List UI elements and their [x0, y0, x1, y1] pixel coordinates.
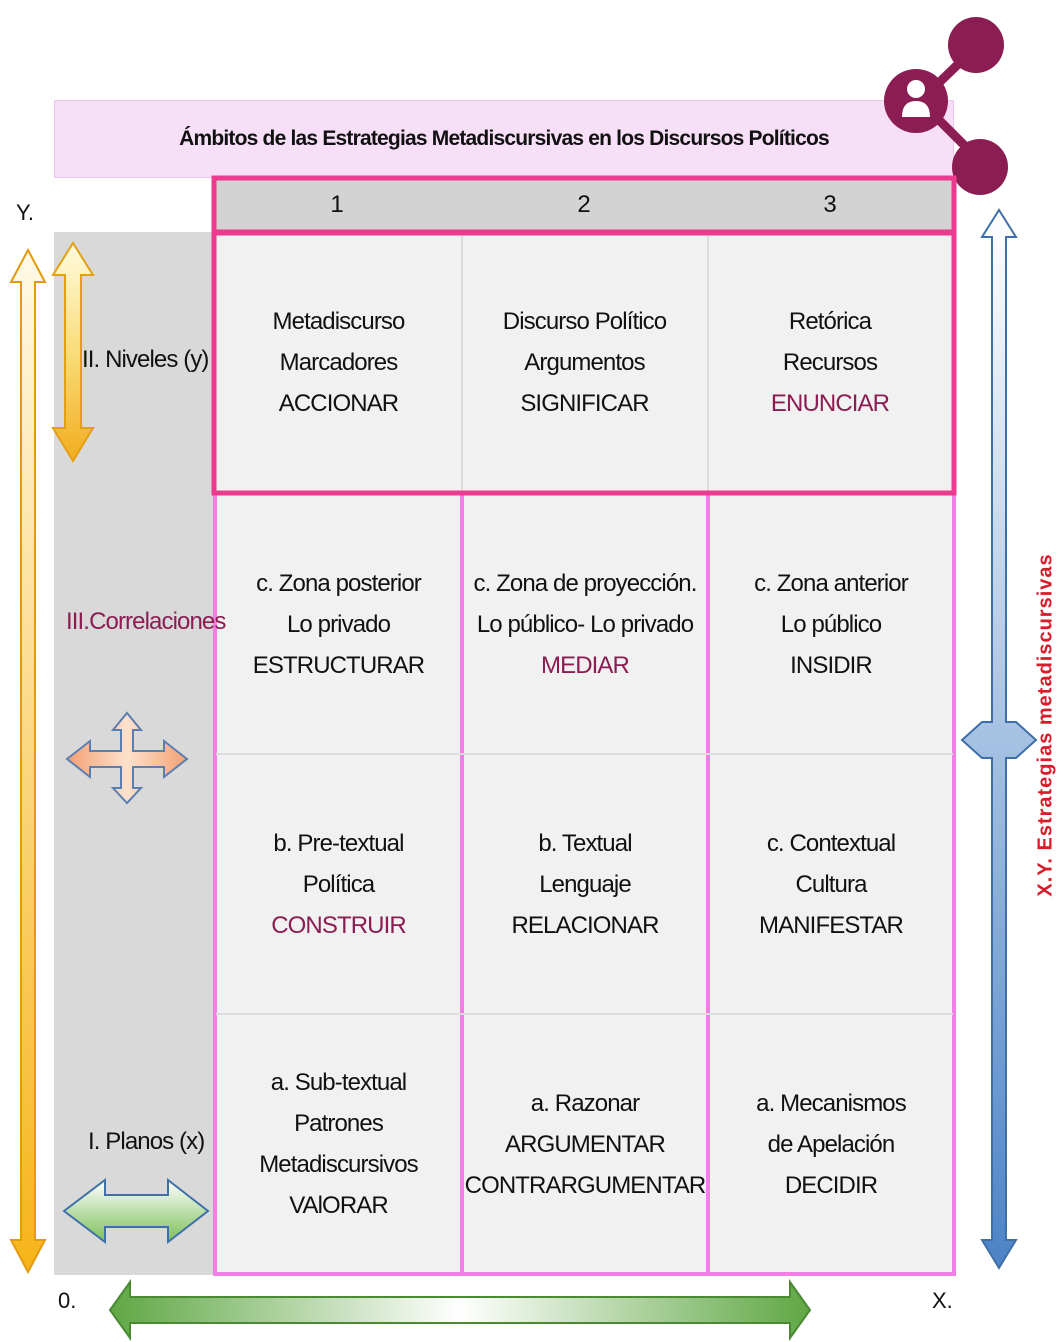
cell-verb: MANIFESTAR	[759, 911, 904, 939]
grid-cell: b. Textual Lenguaje RELACIONAR	[463, 755, 707, 1013]
cell-line: Patrones Metadiscursivos	[259, 1110, 418, 1178]
cell-line: Marcadores	[279, 349, 399, 376]
row-label-correlaciones: III.Correlaciones	[66, 608, 226, 635]
cell-line: Política	[302, 870, 375, 898]
cell-verb: CONTRARGUMENTAR	[464, 1171, 707, 1199]
cell-line: b. Textual	[538, 829, 632, 857]
cell-line: c. Zona de proyección.	[473, 569, 697, 597]
cell-line: Lo público- Lo privado	[476, 610, 694, 638]
diagram-title: Ámbitos de las Estrategias Metadiscursiv…	[54, 100, 954, 178]
grid-cell: Metadiscurso Marcadores ACCIONAR	[216, 234, 461, 491]
column-header-row: 1 2 3	[214, 178, 954, 232]
cell-verb: VAlORAR	[289, 1192, 389, 1219]
grid-cell: Retórica Recursos ENUNCIAR	[708, 234, 952, 491]
grid-cell: c. Zona anterior Lo público INSIDIR	[709, 495, 953, 753]
cell-verb-highlight: MEDIAR	[541, 651, 630, 679]
cell-line: Lo público	[780, 610, 882, 638]
column-header-3: 3	[823, 191, 837, 218]
double-arrow-vertical-icon	[960, 208, 1038, 1270]
cell-line: Metadiscurso	[272, 308, 406, 335]
cell-line: c. Zona posterior	[256, 569, 422, 597]
cell-verb: RELACIONAR	[511, 911, 659, 939]
grid-cell: c. Contextual Cultura MANIFESTAR	[709, 755, 953, 1013]
double-arrow-horizontal-icon	[62, 1177, 210, 1245]
share-icon	[884, 17, 1008, 195]
axis-y-label: Y.	[16, 200, 34, 225]
cell-line: Cultura	[795, 870, 867, 898]
four-way-arrow-icon	[65, 711, 189, 805]
grid-cell: Discurso Político Argumentos SIGNIFICAR	[462, 234, 707, 491]
row-label-planos: I. Planos (x)	[88, 1128, 205, 1155]
grid-cell: b. Pre-textual Política CONSTRUIR	[216, 755, 461, 1013]
cell-line: de Apelación	[767, 1130, 896, 1158]
cell-line: Recursos	[782, 349, 878, 376]
axis-origin-label: 0.	[58, 1288, 77, 1313]
cell-line: Lenguaje	[539, 870, 631, 898]
column-header-2: 2	[577, 191, 591, 218]
column-header-1: 1	[330, 191, 344, 218]
grid-cell: c. Zona posterior Lo privado ESTRUCTURAR	[216, 495, 461, 753]
cell-line: ARGUMENTAR	[505, 1130, 666, 1158]
grid-cell: a. Razonar ARGUMENTAR CONTRARGUMENTAR	[463, 1015, 707, 1273]
cell-verb-highlight: CONSTRUIR	[271, 911, 406, 939]
cell-line: a. Razonar	[530, 1089, 640, 1117]
cell-verb: INSIDIR	[790, 651, 873, 679]
cell-line: a. Mecanismos	[756, 1089, 907, 1117]
grid-cell: c. Zona de proyección. Lo público- Lo pr…	[463, 495, 707, 753]
double-arrow-horizontal-icon	[108, 1278, 812, 1342]
row-label-niveles: II. Niveles (y)	[82, 346, 209, 373]
cell-line: a. Sub-textual	[270, 1069, 407, 1096]
cell-verb: DECIDIR	[784, 1171, 878, 1199]
cell-line: b. Pre-textual	[273, 829, 404, 857]
cell-verb: ESTRUCTURAR	[252, 651, 425, 679]
cell-line: Lo privado	[286, 610, 391, 638]
grid-cell: a. Mecanismos de Apelación DECIDIR	[709, 1015, 953, 1273]
cell-line: Discurso Político	[502, 308, 667, 335]
cell-line: Retórica	[788, 308, 872, 335]
double-arrow-vertical-icon	[9, 247, 47, 1275]
grid-cell: a. Sub-textual Patrones Metadiscursivos …	[216, 1015, 461, 1273]
cell-line: Argumentos	[524, 349, 645, 376]
axis-x-label: X.	[932, 1288, 953, 1313]
cell-line: c. Contextual	[766, 829, 896, 857]
double-arrow-vertical-icon	[51, 241, 95, 463]
cell-verb-highlight: ENUNCIAR	[770, 390, 890, 417]
cell-verb: ACCIONAR	[278, 390, 399, 417]
cell-line: c. Zona anterior	[754, 569, 909, 597]
cell-verb: SIGNIFICAR	[520, 390, 649, 417]
